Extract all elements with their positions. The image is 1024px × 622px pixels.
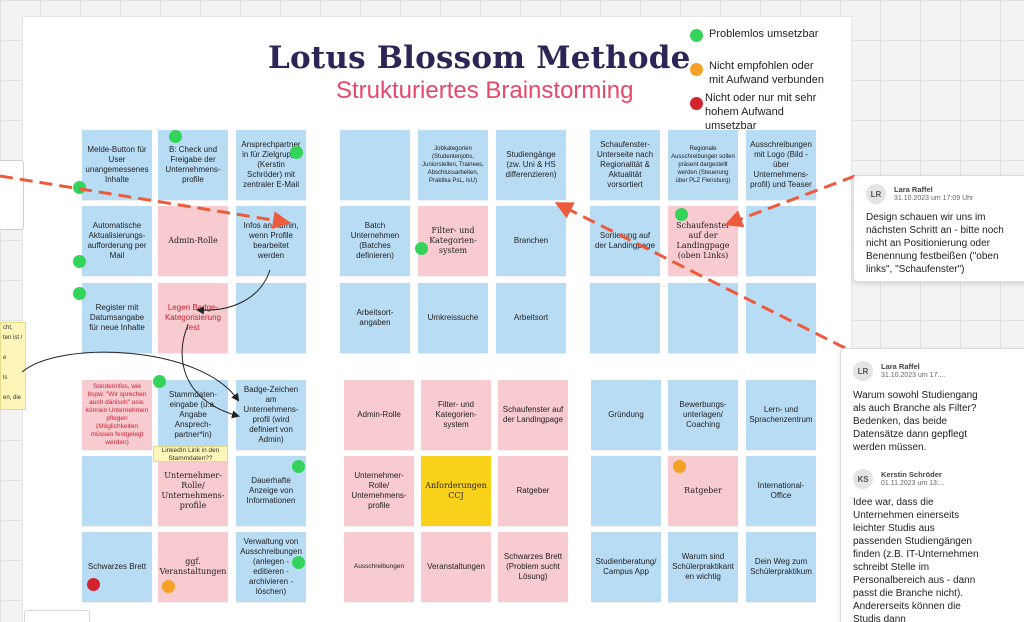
sticky-note[interactable]: Schaufenster auf der Landingpage (498, 380, 568, 450)
comment-thread-card[interactable]: LR Lara Raffel 31.10.2023 um 17.... Waru… (840, 348, 1024, 622)
status-dot-orange (162, 580, 175, 593)
sticky-note[interactable]: Filter- und Kategorien-system (418, 206, 488, 276)
page-title: Lotus Blossom Methode (268, 40, 691, 76)
sticky-note[interactable]: Veranstaltungen (421, 532, 491, 602)
sticky-note[interactable] (590, 283, 660, 353)
status-dot-green (675, 208, 688, 221)
comment-card[interactable]: LR Lara Raffel 31.10.2023 um 17:09 Uhr D… (853, 175, 1024, 282)
sticky-note[interactable]: Studienberatung/ Campus App (591, 532, 661, 602)
sticky-note[interactable]: Gründung (591, 380, 661, 450)
side-note-line (3, 363, 25, 373)
sticky-note[interactable]: Sortierung auf der Landingpage (590, 206, 660, 276)
sticky-note[interactable]: Ratgeber (498, 456, 568, 526)
sticky-note[interactable]: Bewerbungs-unterlagen/ Coaching (668, 380, 738, 450)
page-subtitle: Strukturiertes Brainstorming (336, 77, 634, 104)
side-note-line: e (3, 355, 7, 361)
comment-date: 01.11.2023 um 13:... (881, 480, 945, 487)
sticky-note[interactable]: Legen Badge-Kategorisierung fest (158, 283, 228, 353)
sticky-note[interactable]: B: Check und Freigabe der Unternehmens-p… (158, 130, 228, 200)
sticky-note[interactable]: Sonderinfos, wie bspw. "Wir sprechen auc… (82, 380, 152, 450)
sticky-note[interactable] (668, 283, 738, 353)
sticky-note[interactable]: Ansprechpartner in für Zielgruppe (Kerst… (236, 130, 306, 200)
side-sticky-note[interactable]: cht, ten ist / e ls en, die (0, 322, 26, 410)
sticky-note[interactable]: Melde-Button für User unangemessenes Inh… (82, 130, 152, 200)
status-dot-green (169, 130, 182, 143)
legend-label-green: Problemlos umsetzbar (709, 28, 819, 40)
sticky-note[interactable]: Batch Unternehmen (Batches definieren) (340, 206, 410, 276)
status-dot-green (153, 375, 166, 388)
sticky-note[interactable]: Badge-Zeichen am Unternehmens-profil (wi… (236, 380, 306, 450)
sticky-note[interactable]: Unternehmer-Rolle/ Unternehmens-profile (158, 456, 228, 526)
status-dot-green (73, 181, 86, 194)
status-dot-green (415, 242, 428, 255)
sticky-note[interactable]: Warum sind Schülerpraktikant en wichtig (668, 532, 738, 602)
sticky-note[interactable]: Dauerhafte Anzeige von Informationen (236, 456, 306, 526)
legend-green-dot (690, 29, 703, 42)
status-dot-red (87, 578, 100, 591)
avatar: KS (853, 469, 873, 489)
sticky-note[interactable]: Schwarzes Brett (Problem sucht Lösung) (498, 532, 568, 602)
offscreen-card-bottom[interactable] (24, 610, 90, 622)
side-note-line: cht, (3, 325, 13, 331)
linkedin-sticky-note[interactable]: LinkedIn Link in den Stammdaten?? (153, 446, 228, 462)
legend-orange-dot (690, 63, 703, 76)
side-note-line (3, 383, 25, 393)
sticky-note[interactable]: International-Office (746, 456, 816, 526)
sticky-note[interactable]: Register mit Datumsangabe für neue Inhal… (82, 283, 152, 353)
side-note-line: ls (3, 375, 8, 381)
sticky-note[interactable]: Anforderungen CCJ (421, 456, 491, 526)
sticky-note[interactable]: Stammdaten-eingabe (u.a. Angabe Ansprech… (158, 380, 228, 450)
sticky-note[interactable]: Regionale Ausschreibungen sollen präsent… (668, 130, 738, 200)
sticky-note[interactable]: Jobkategorien (Studentenjobs, Juniorstel… (418, 130, 488, 200)
status-dot-green (73, 255, 86, 268)
comment-text: Design schauen wir uns im nächsten Schri… (866, 212, 1004, 275)
sticky-note[interactable]: Filter- und Kategorien-system (421, 380, 491, 450)
comment-text: Idee war, dass die Unternehmen einerseit… (853, 497, 979, 622)
sticky-note[interactable] (82, 456, 152, 526)
comment-author: Kerstin Schröder (881, 470, 942, 479)
sticky-note[interactable]: Automatische Aktualisierungs-aufforderun… (82, 206, 152, 276)
status-dot-green (290, 146, 303, 159)
status-dot-green (73, 287, 86, 300)
sticky-note[interactable]: Ausschreibungen mit Logo (Bild - über Un… (746, 130, 816, 200)
sticky-note[interactable]: Admin-Rolle (344, 380, 414, 450)
sticky-note[interactable] (340, 130, 410, 200)
sticky-note[interactable] (746, 206, 816, 276)
status-dot-orange (673, 460, 686, 473)
sticky-note[interactable]: Schwarzes Brett (82, 532, 152, 602)
avatar: LR (853, 361, 873, 381)
sticky-note[interactable] (746, 283, 816, 353)
sticky-note[interactable]: Lern- und Sprachenzentrum (746, 380, 816, 450)
sticky-note[interactable]: Dein Weg zum Schülerpraktikum (746, 532, 816, 602)
side-note-line (3, 343, 25, 353)
sticky-note[interactable] (236, 283, 306, 353)
comment-date: 31.10.2023 um 17.... (881, 372, 946, 379)
sticky-note[interactable]: Infos an Admin, wenn Profile bearbeitet … (236, 206, 306, 276)
sticky-note[interactable]: Branchen (496, 206, 566, 276)
comment-author: Lara Raffel (881, 362, 920, 371)
comment-author: Lara Raffel (894, 185, 933, 194)
sticky-note[interactable] (591, 456, 661, 526)
sticky-note[interactable]: Admin-Rolle (158, 206, 228, 276)
sticky-note[interactable]: Schaufenster-Unterseite nach Regionalitä… (590, 130, 660, 200)
status-dot-green (292, 460, 305, 473)
sticky-note[interactable]: Unternehmer-Rolle/ Unternehmens-profile (344, 456, 414, 526)
avatar: LR (866, 184, 886, 204)
comment-text: Warum sowohl Studiengang als auch Branch… (853, 390, 978, 453)
sticky-note[interactable]: Ausschreibungen (344, 532, 414, 602)
sticky-note[interactable]: Arbeitsort (496, 283, 566, 353)
side-note-line: en, die (3, 395, 22, 401)
offscreen-comment-card[interactable] (0, 160, 24, 230)
legend-label-orange: Nicht empfohlen oder mit Aufwand verbund… (709, 60, 824, 86)
sticky-note[interactable]: Arbeitsort-angaben (340, 283, 410, 353)
status-dot-green (292, 556, 305, 569)
legend-red-dot (690, 97, 703, 110)
sticky-note[interactable]: Umkreissuche (418, 283, 488, 353)
sticky-note[interactable]: Studiengänge (zw. Uni & HS differenziere… (496, 130, 566, 200)
legend-label-red: Nicht oder nur mit sehr hohem Aufwand um… (705, 92, 817, 132)
comment-date: 31.10.2023 um 17:09 Uhr (894, 195, 974, 202)
side-note-line: ten ist / (3, 335, 23, 341)
